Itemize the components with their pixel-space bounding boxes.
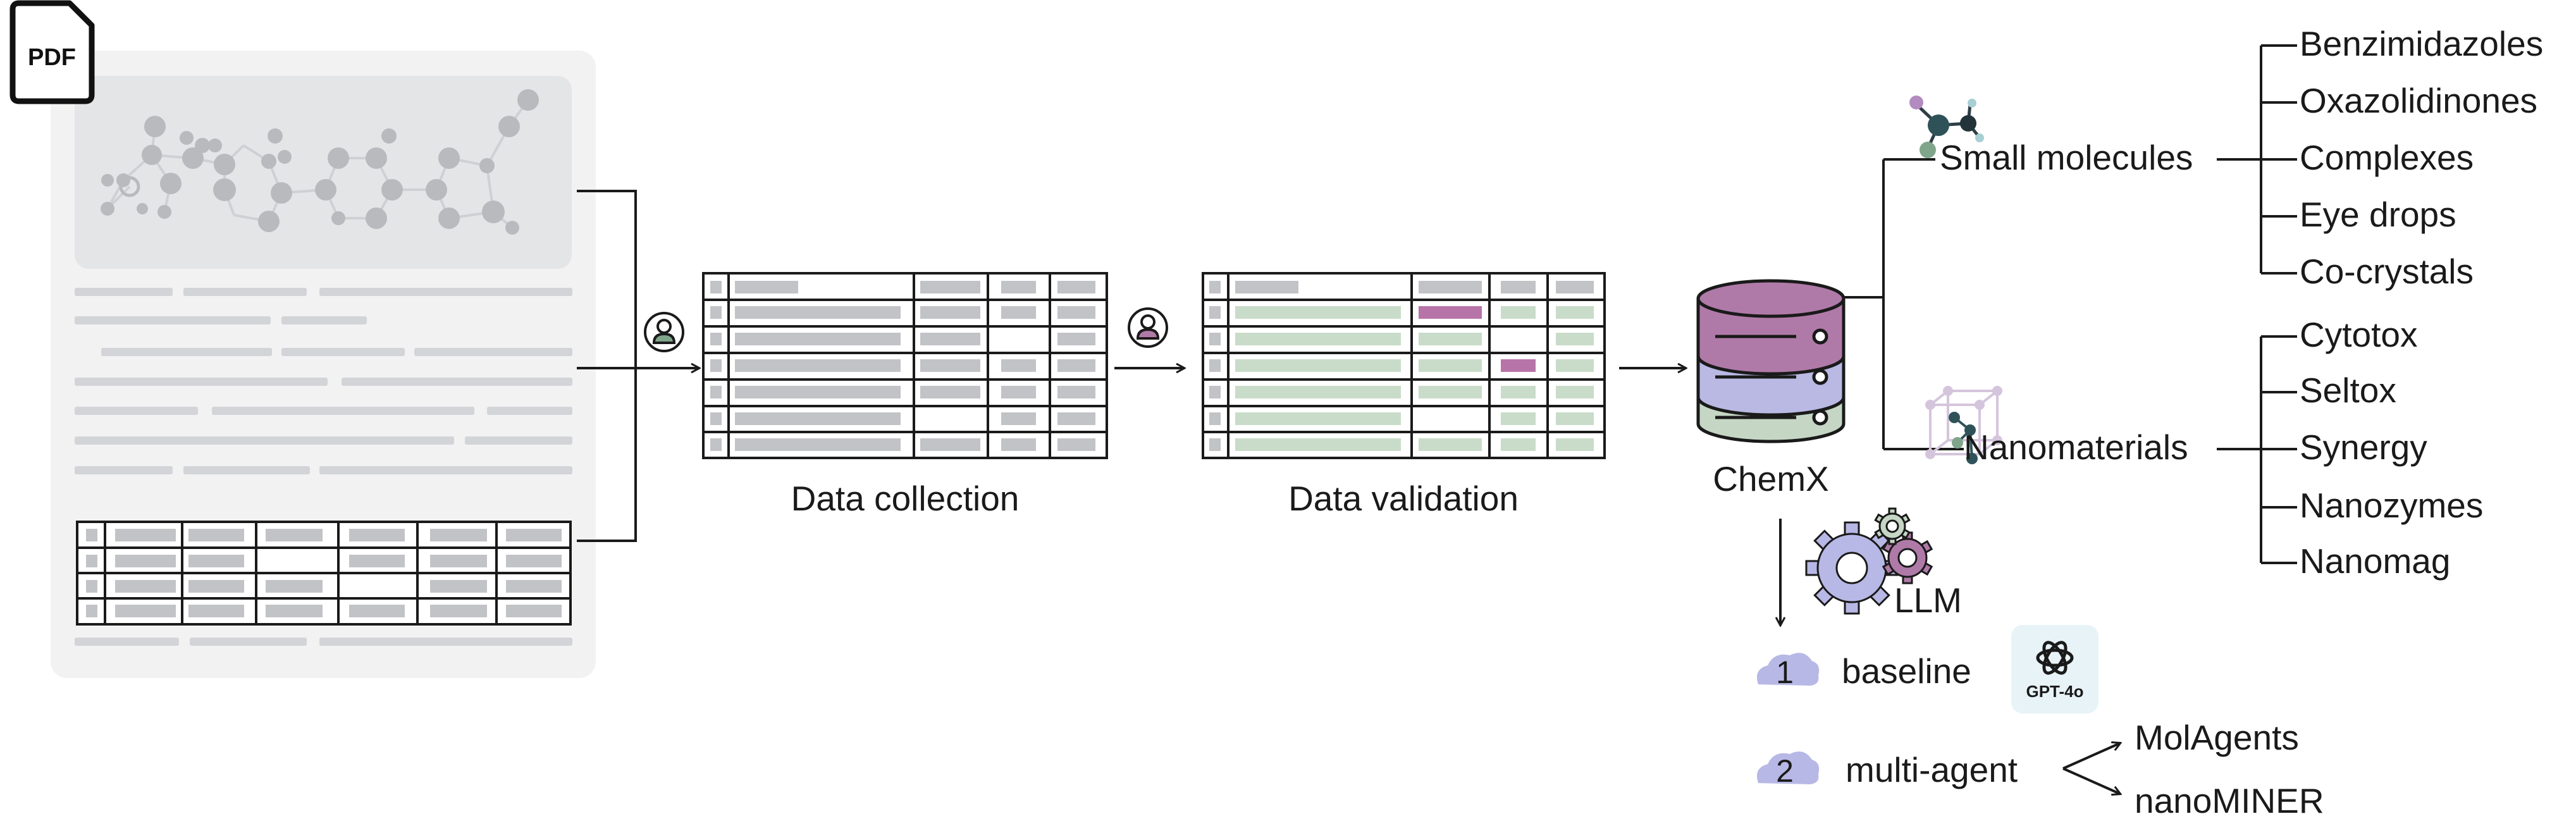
flagged-cell — [1501, 359, 1536, 372]
pdf-icon-label: PDF — [28, 44, 76, 71]
molecule-atoms — [101, 89, 539, 235]
gpt-4o-badge: GPT-4o — [2011, 625, 2098, 713]
data-collection-label: Data collection — [791, 479, 1020, 518]
document-text-lines — [75, 288, 572, 646]
baseline-label: baseline — [1842, 651, 1971, 691]
molecule-figure-panel — [75, 76, 572, 269]
small-molecule-item: Oxazolidinones — [2300, 81, 2537, 120]
llm-gears-icon — [1805, 507, 1933, 615]
data-collection-table — [702, 272, 1108, 459]
small-molecules-label: Small molecules — [1940, 138, 2193, 177]
source-document: PDF — [9, 0, 596, 678]
data-validation-label: Data validation — [1288, 479, 1519, 518]
small-molecule-item: Eye drops — [2300, 195, 2456, 234]
curator-avatar-icon — [644, 312, 684, 352]
nanominer-label: nanoMINER — [2135, 781, 2324, 820]
flagged-cell — [1419, 306, 1482, 319]
multi-agent-label: multi-agent — [1846, 750, 2018, 789]
small-molecule-item: Benzimidazoles — [2300, 24, 2543, 63]
pdf-file-icon: PDF — [9, 0, 95, 104]
nanomaterial-item: Seltox — [2300, 371, 2396, 410]
nanomaterial-item: Synergy — [2300, 428, 2427, 467]
document-table — [76, 521, 572, 626]
small-molecule-icon — [1909, 96, 1984, 158]
llm-label: LLM — [1894, 581, 1962, 620]
approach-1-number: 1 — [1776, 655, 1794, 690]
category-tree-connector — [1844, 44, 2297, 564]
chemx-database-icon — [1696, 279, 1846, 443]
document-to-collection-connector — [577, 190, 699, 542]
molagents-label: MolAgents — [2135, 718, 2299, 757]
approach-2-number: 2 — [1776, 753, 1794, 789]
approach-1-cloud-icon: 1 — [1756, 653, 1820, 690]
nanomaterials-label: Nanomaterials — [1964, 428, 2188, 467]
chemx-label: ChemX — [1713, 459, 1828, 498]
data-validation-table — [1202, 272, 1606, 459]
multi-agent-fork-arrows — [2062, 743, 2120, 794]
small-molecule-item: Complexes — [2300, 138, 2474, 177]
nanomaterial-icon — [1925, 386, 2002, 464]
nanomaterial-item: Cytotox — [2300, 315, 2417, 354]
approach-2-cloud-icon: 2 — [1756, 751, 1820, 789]
small-molecule-item: Co-crystals — [2300, 252, 2474, 291]
validator-avatar-icon — [1128, 307, 1168, 348]
gpt-4o-label: GPT-4o — [2026, 682, 2083, 701]
nanomaterial-item: Nanozymes — [2300, 486, 2483, 525]
nanomaterial-item: Nanomag — [2300, 541, 2450, 581]
